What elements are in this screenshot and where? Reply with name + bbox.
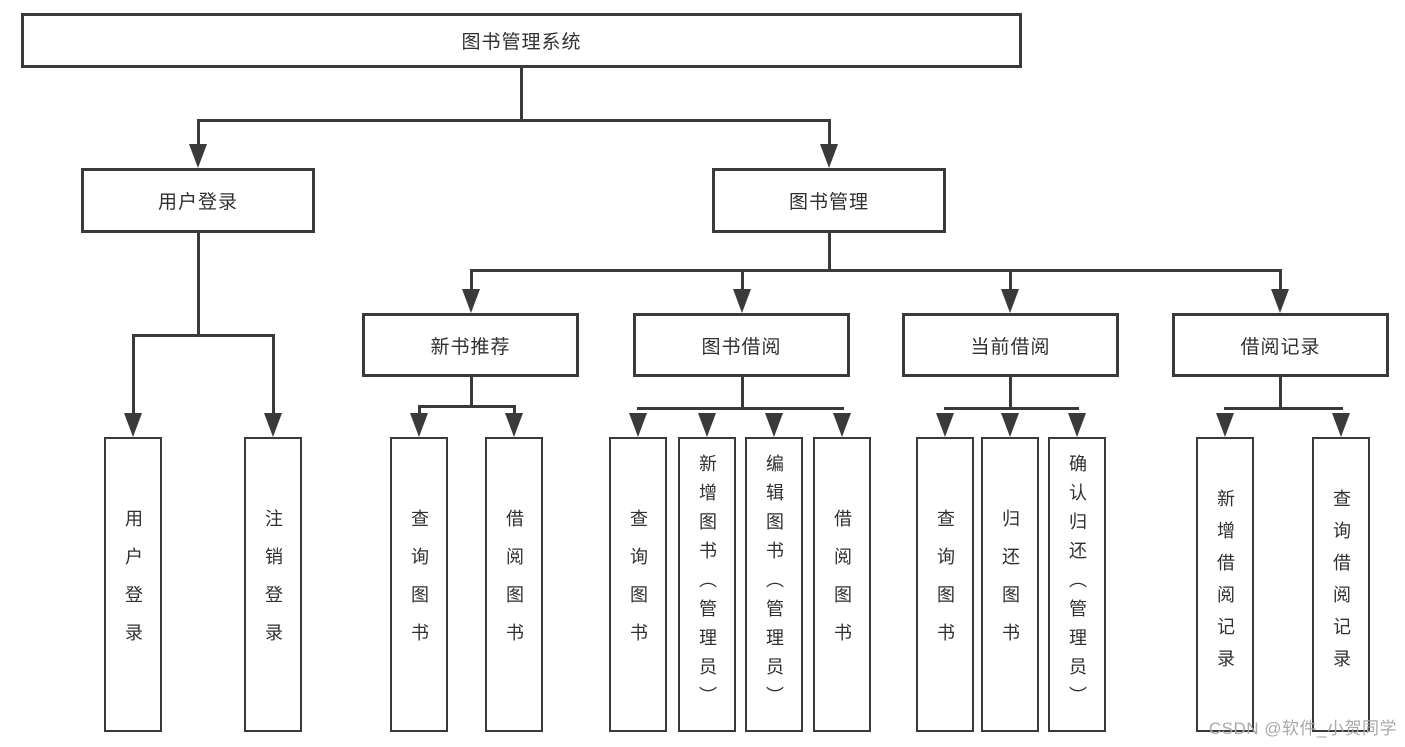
arrowhead-down-icon xyxy=(264,413,282,437)
leaf-add-borrow-record: 新增借阅记录 xyxy=(1196,437,1254,732)
arrowhead-down-icon xyxy=(462,289,480,313)
connector-root-stem xyxy=(519,67,523,121)
leaf-confirm-return-admin: 确认归还（管理员） xyxy=(1048,437,1106,732)
connector-level2-bus xyxy=(196,118,831,122)
leaf-label: 注销登录 xyxy=(263,508,283,661)
leaf-query-books: 查询图书 xyxy=(916,437,974,732)
leaf-edit-books-admin: 编辑图书（管理员） xyxy=(745,437,803,732)
leaf-return-books: 归还图书 xyxy=(981,437,1039,732)
node-label: 当前借阅 xyxy=(970,336,1051,358)
leaf-logout: 注销登录 xyxy=(244,437,302,732)
connector-current-borrowing-stem xyxy=(1008,377,1012,410)
connector-borrowing-records-stem xyxy=(1278,377,1282,410)
arrowhead-down-icon xyxy=(1001,289,1019,313)
arrowhead-down-icon xyxy=(124,413,142,437)
connector-to-leaf-logout xyxy=(271,333,275,418)
node-label: 借阅记录 xyxy=(1240,336,1321,358)
arrowhead-down-icon xyxy=(1068,413,1086,437)
connector-user-login-stem xyxy=(196,233,200,337)
connector-borrowing-records-bus xyxy=(1223,406,1343,410)
node-label: 图书借阅 xyxy=(701,336,782,358)
arrowhead-down-icon xyxy=(1332,413,1350,437)
arrowhead-down-icon xyxy=(820,144,838,168)
arrowhead-down-icon xyxy=(936,413,954,437)
arrowhead-down-icon xyxy=(629,413,647,437)
leaf-label: 借阅图书 xyxy=(504,508,524,661)
node-label: 图书管理系统 xyxy=(461,32,582,53)
connector-to-user-login xyxy=(196,118,200,149)
arrowhead-down-icon xyxy=(833,413,851,437)
connector-to-new-book xyxy=(469,268,473,293)
node-user-login: 用户登录 xyxy=(81,168,315,233)
connector-book-borrowing-bus xyxy=(636,406,844,410)
connector-to-leaf xyxy=(512,404,516,417)
leaf-label: 查询借阅记录 xyxy=(1331,488,1351,681)
arrowhead-down-icon xyxy=(698,413,716,437)
connector-to-leaf xyxy=(417,404,421,417)
leaf-label: 确认归还（管理员） xyxy=(1067,454,1087,715)
leaf-query-books: 查询图书 xyxy=(609,437,667,732)
connector-to-book-borrowing xyxy=(740,268,744,293)
node-label: 图书管理 xyxy=(788,192,869,213)
leaf-borrow-books: 借阅图书 xyxy=(813,437,871,732)
connector-new-book-stem xyxy=(469,377,473,408)
leaf-user-login: 用户登录 xyxy=(104,437,162,732)
leaf-label: 编辑图书（管理员） xyxy=(764,454,784,715)
arrowhead-down-icon xyxy=(189,144,207,168)
arrowhead-down-icon xyxy=(1271,289,1289,313)
connector-to-current-borrowing xyxy=(1008,268,1012,293)
connector-current-borrowing-bus xyxy=(943,406,1079,410)
connector-to-leaf-login xyxy=(131,333,135,418)
node-borrowing-records: 借阅记录 xyxy=(1172,313,1389,377)
leaf-query-borrow-record: 查询借阅记录 xyxy=(1312,437,1370,732)
arrowhead-down-icon xyxy=(733,289,751,313)
leaf-query-books: 查询图书 xyxy=(390,437,448,732)
connector-to-book-management xyxy=(827,118,831,149)
connector-book-borrowing-stem xyxy=(740,377,744,410)
arrowhead-down-icon xyxy=(1001,413,1019,437)
connector-user-login-bus xyxy=(131,333,275,337)
leaf-label: 用户登录 xyxy=(123,508,143,661)
node-current-borrowing: 当前借阅 xyxy=(902,313,1119,377)
leaf-label: 查询图书 xyxy=(935,508,955,661)
node-label: 用户登录 xyxy=(157,192,238,213)
node-library-management-system: 图书管理系统 xyxy=(21,13,1022,68)
connector-level3-bus xyxy=(469,268,1282,272)
leaf-label: 借阅图书 xyxy=(832,508,852,661)
arrowhead-down-icon xyxy=(410,413,428,437)
leaf-label: 查询图书 xyxy=(409,508,429,661)
leaf-add-books-admin: 新增图书（管理员） xyxy=(678,437,736,732)
leaf-borrow-books: 借阅图书 xyxy=(485,437,543,732)
arrowhead-down-icon xyxy=(1216,413,1234,437)
leaf-label: 新增图书（管理员） xyxy=(697,454,717,715)
node-new-book-recommendation: 新书推荐 xyxy=(362,313,579,377)
connector-book-management-stem xyxy=(827,233,831,272)
arrowhead-down-icon xyxy=(505,413,523,437)
leaf-label: 新增借阅记录 xyxy=(1215,488,1235,681)
watermark: CSDN @软件_小贺同学 xyxy=(1208,719,1397,738)
arrowhead-down-icon xyxy=(765,413,783,437)
node-book-management: 图书管理 xyxy=(712,168,946,233)
node-book-borrowing: 图书借阅 xyxy=(633,313,850,377)
leaf-label: 归还图书 xyxy=(1000,508,1020,661)
connector-to-borrowing-records xyxy=(1278,268,1282,293)
node-label: 新书推荐 xyxy=(430,336,511,358)
connector-new-book-bus xyxy=(417,404,516,408)
leaf-label: 查询图书 xyxy=(628,508,648,661)
